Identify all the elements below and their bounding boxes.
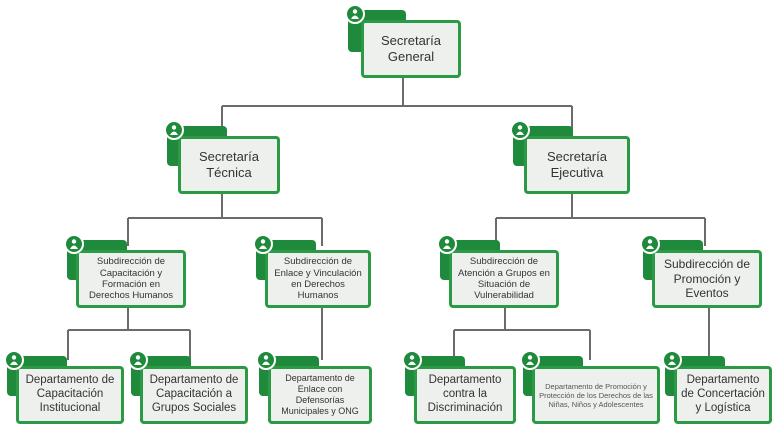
person-leaf-icon bbox=[4, 350, 24, 370]
node-box: Secretaría Ejecutiva bbox=[524, 136, 630, 194]
person-leaf-icon bbox=[520, 350, 540, 370]
node-secretaria-ejecutiva: Secretaría Ejecutiva bbox=[510, 120, 632, 194]
node-label: Subdirección de Atención a Grupos en Sit… bbox=[458, 256, 550, 302]
node-label: Secretaría General bbox=[381, 33, 441, 64]
node-departamento-capacitacion-institucional: Departamento de Capacitación Institucion… bbox=[4, 350, 126, 424]
node-label: Departamento de Enlace con Defensorías M… bbox=[281, 373, 359, 416]
node-secretaria-tecnica: Secretaría Técnica bbox=[164, 120, 282, 194]
node-box: Departamento de Promoción y Protección d… bbox=[532, 366, 660, 424]
node-label: Subdirección de Promoción y Eventos bbox=[663, 257, 751, 301]
node-departamento-capacitacion-grupos: Departamento de Capacitación a Grupos So… bbox=[128, 350, 250, 424]
node-label: Subdirección de Enlace y Vinculación en … bbox=[274, 256, 362, 302]
node-label: Secretaría Ejecutiva bbox=[547, 149, 607, 180]
node-box: Departamento contra la Discriminación bbox=[414, 366, 516, 424]
node-box: Subdirección de Promoción y Eventos bbox=[652, 250, 762, 308]
person-leaf-icon bbox=[256, 350, 276, 370]
node-box: Secretaría Técnica bbox=[178, 136, 280, 194]
node-label: Departamento contra la Discriminación bbox=[427, 374, 503, 414]
node-subdireccion-capacitacion: Subdirección de Capacitación y Formación… bbox=[64, 234, 188, 308]
node-box: Departamento de Enlace con Defensorías M… bbox=[268, 366, 372, 424]
person-leaf-icon bbox=[64, 234, 84, 254]
person-leaf-icon bbox=[345, 4, 365, 24]
node-box: Departamento de Concertación y Logística bbox=[674, 366, 772, 424]
person-leaf-icon bbox=[437, 234, 457, 254]
node-departamento-proteccion-ninas-ninos: Departamento de Promoción y Protección d… bbox=[520, 350, 662, 424]
node-subdireccion-promocion: Subdirección de Promoción y Eventos bbox=[640, 234, 764, 308]
node-box: Subdirección de Enlace y Vinculación en … bbox=[265, 250, 371, 308]
node-departamento-contra-discriminacion: Departamento contra la Discriminación bbox=[402, 350, 518, 424]
node-box: Departamento de Capacitación Institucion… bbox=[16, 366, 124, 424]
person-leaf-icon bbox=[402, 350, 422, 370]
person-leaf-icon bbox=[640, 234, 660, 254]
node-label: Departamento de Concertación y Logística bbox=[681, 374, 765, 414]
node-subdireccion-atencion: Subdirección de Atención a Grupos en Sit… bbox=[437, 234, 561, 308]
node-subdireccion-enlace: Subdirección de Enlace y Vinculación en … bbox=[253, 234, 373, 308]
person-leaf-icon bbox=[510, 120, 530, 140]
node-label: Secretaría Técnica bbox=[199, 149, 259, 180]
node-box: Secretaría General bbox=[361, 20, 461, 78]
node-secretaria-general: Secretaría General bbox=[345, 4, 463, 78]
person-leaf-icon bbox=[253, 234, 273, 254]
person-leaf-icon bbox=[164, 120, 184, 140]
node-box: Departamento de Capacitación a Grupos So… bbox=[140, 366, 248, 424]
node-box: Subdirección de Atención a Grupos en Sit… bbox=[449, 250, 559, 308]
node-label: Departamento de Capacitación a Grupos So… bbox=[149, 374, 239, 414]
person-leaf-icon bbox=[662, 350, 682, 370]
node-label: Subdirección de Capacitación y Formación… bbox=[89, 256, 173, 302]
node-label: Departamento de Promoción y Protección d… bbox=[539, 381, 653, 409]
node-departamento-concertacion-logistica: Departamento de Concertación y Logística bbox=[662, 350, 774, 424]
node-box: Subdirección de Capacitación y Formación… bbox=[76, 250, 186, 308]
node-departamento-enlace-defensorias: Departamento de Enlace con Defensorías M… bbox=[256, 350, 374, 424]
node-label: Departamento de Capacitación Institucion… bbox=[25, 374, 115, 414]
person-leaf-icon bbox=[128, 350, 148, 370]
